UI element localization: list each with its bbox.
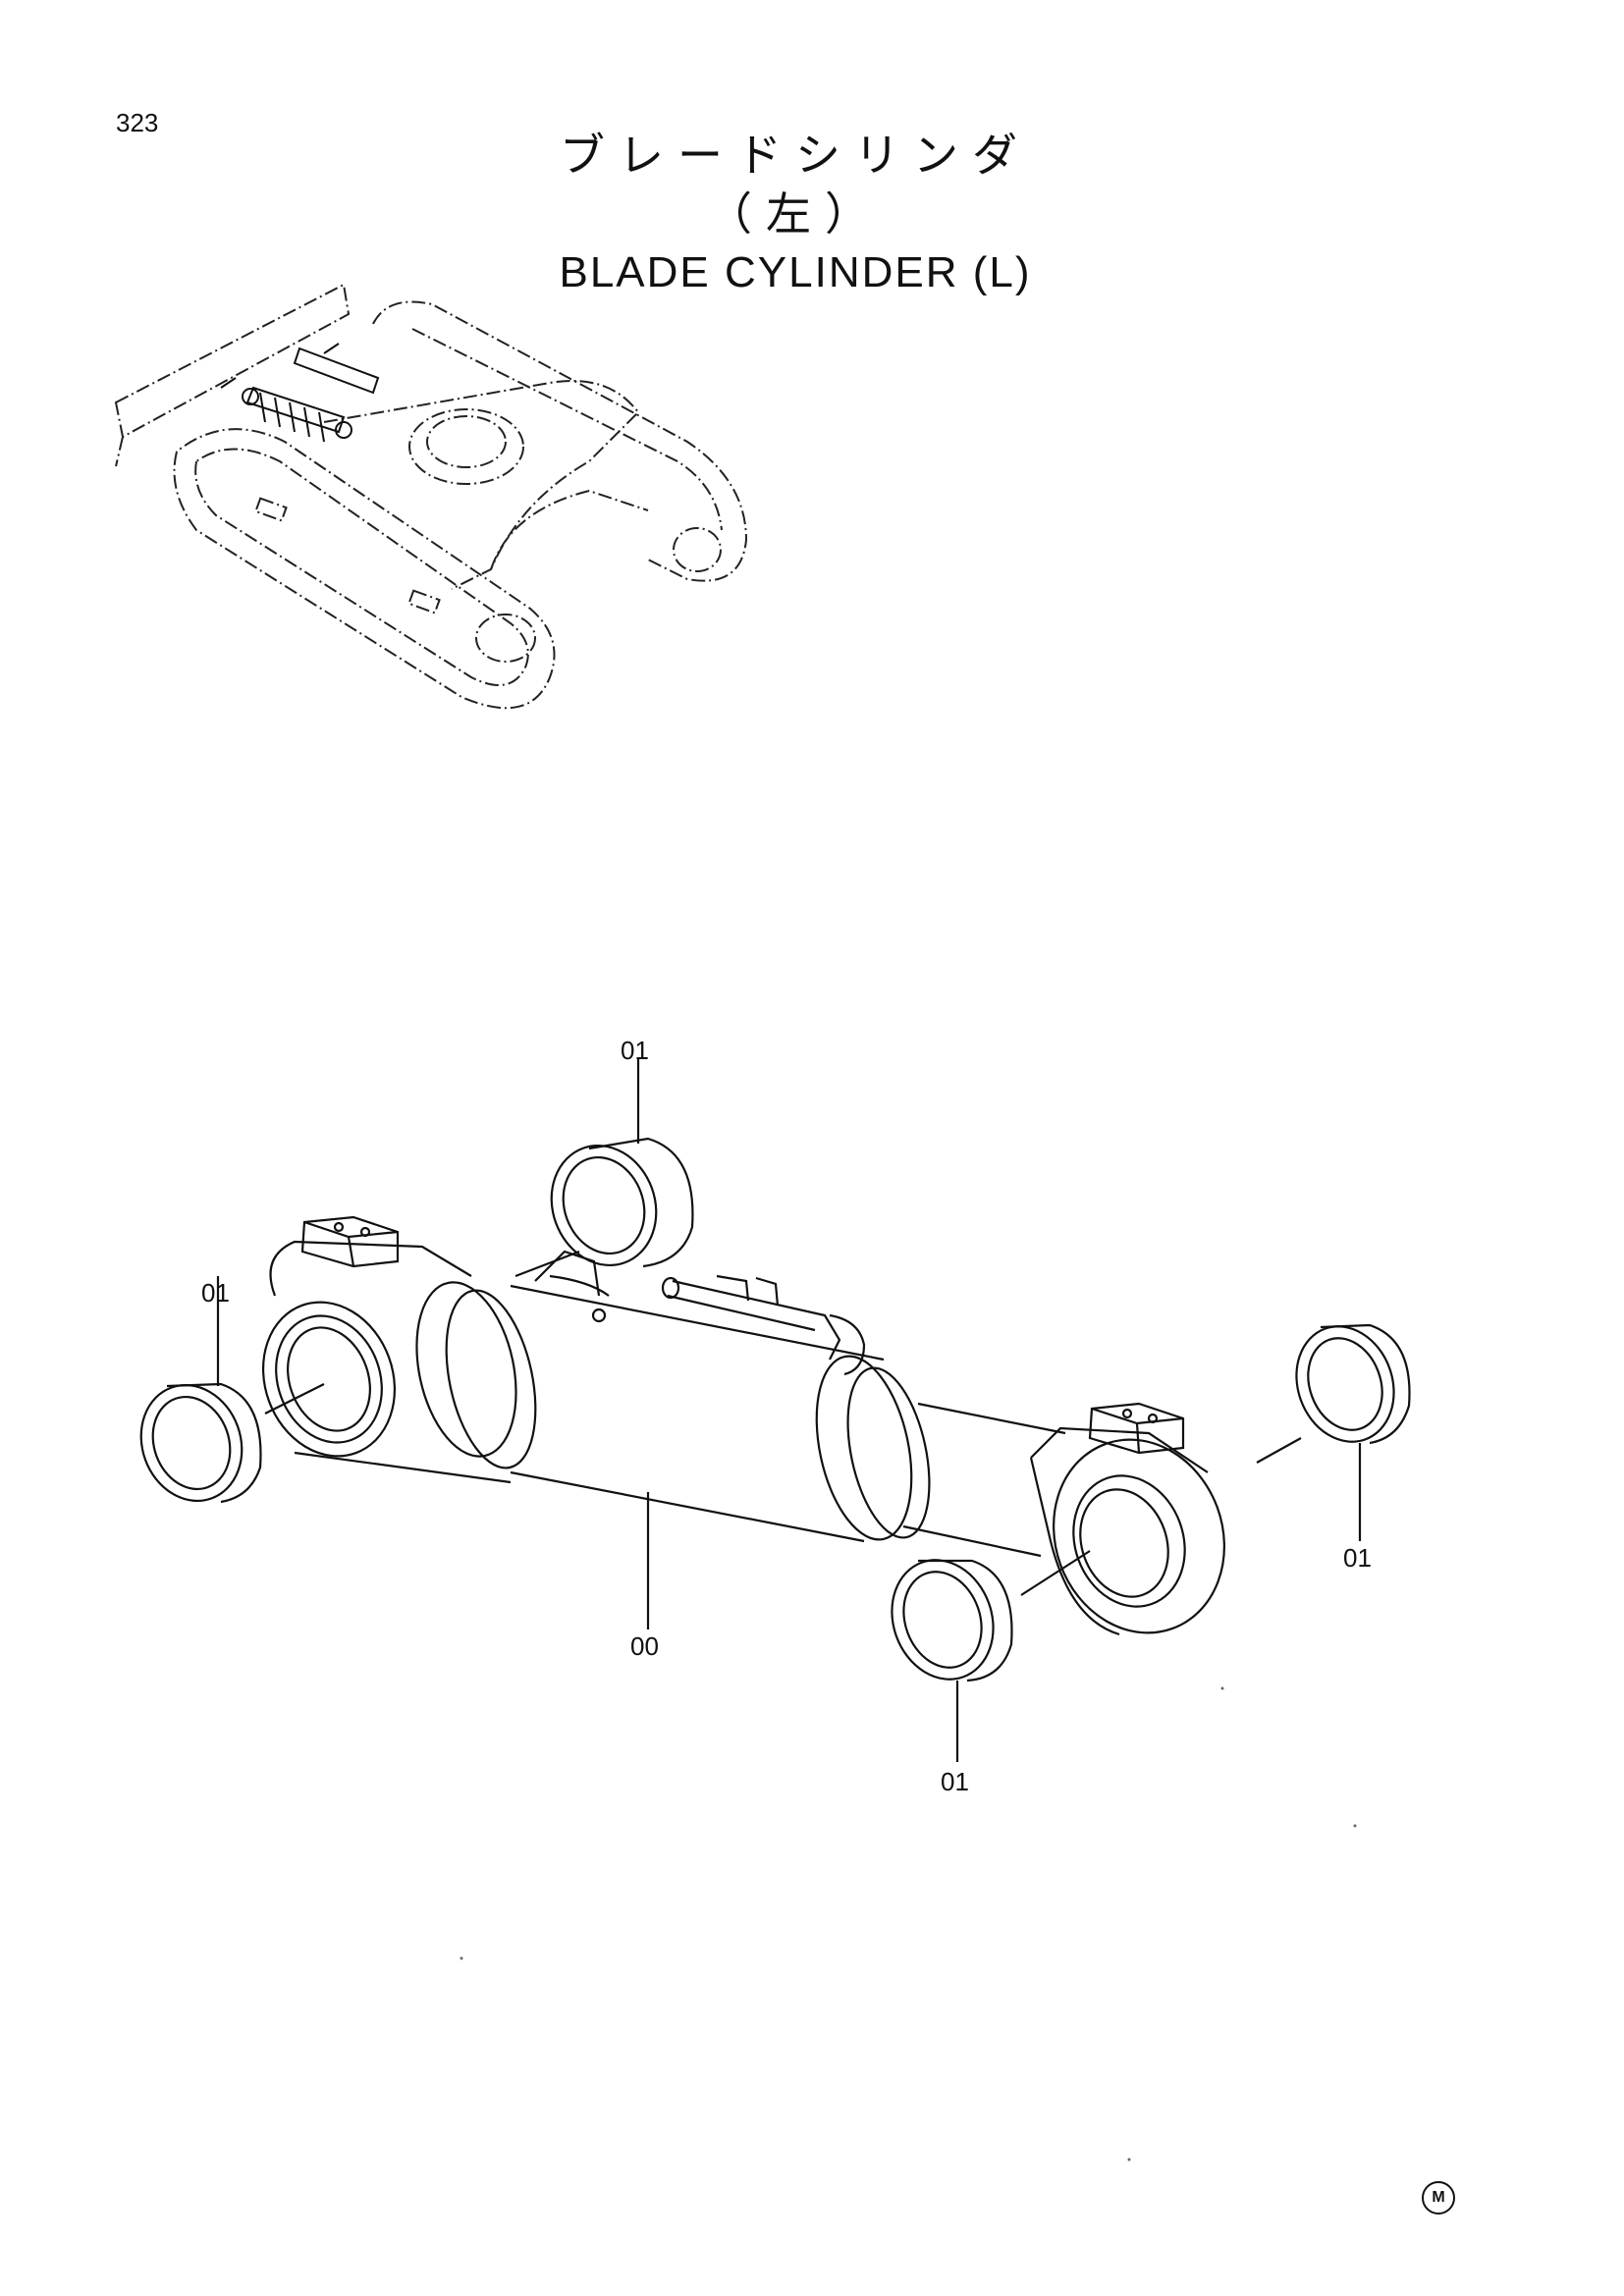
callout-bushing-right: 01: [1343, 1543, 1372, 1573]
title-japanese: ブレードシリンダ（左）: [560, 129, 1031, 240]
callout-bushing-left: 01: [201, 1278, 230, 1308]
page-title: ブレードシリンダ（左） BLADE CYLINDER (L): [491, 126, 1100, 302]
manual-mark-icon: M: [1422, 2181, 1455, 2215]
page-number: 323: [116, 108, 159, 137]
title-english: BLADE CYLINDER (L): [559, 248, 1032, 296]
callout-bushing-bottom: 01: [941, 1767, 969, 1796]
callout-cylinder: 00: [630, 1631, 659, 1661]
callout-bushing-top: 01: [621, 1036, 649, 1065]
